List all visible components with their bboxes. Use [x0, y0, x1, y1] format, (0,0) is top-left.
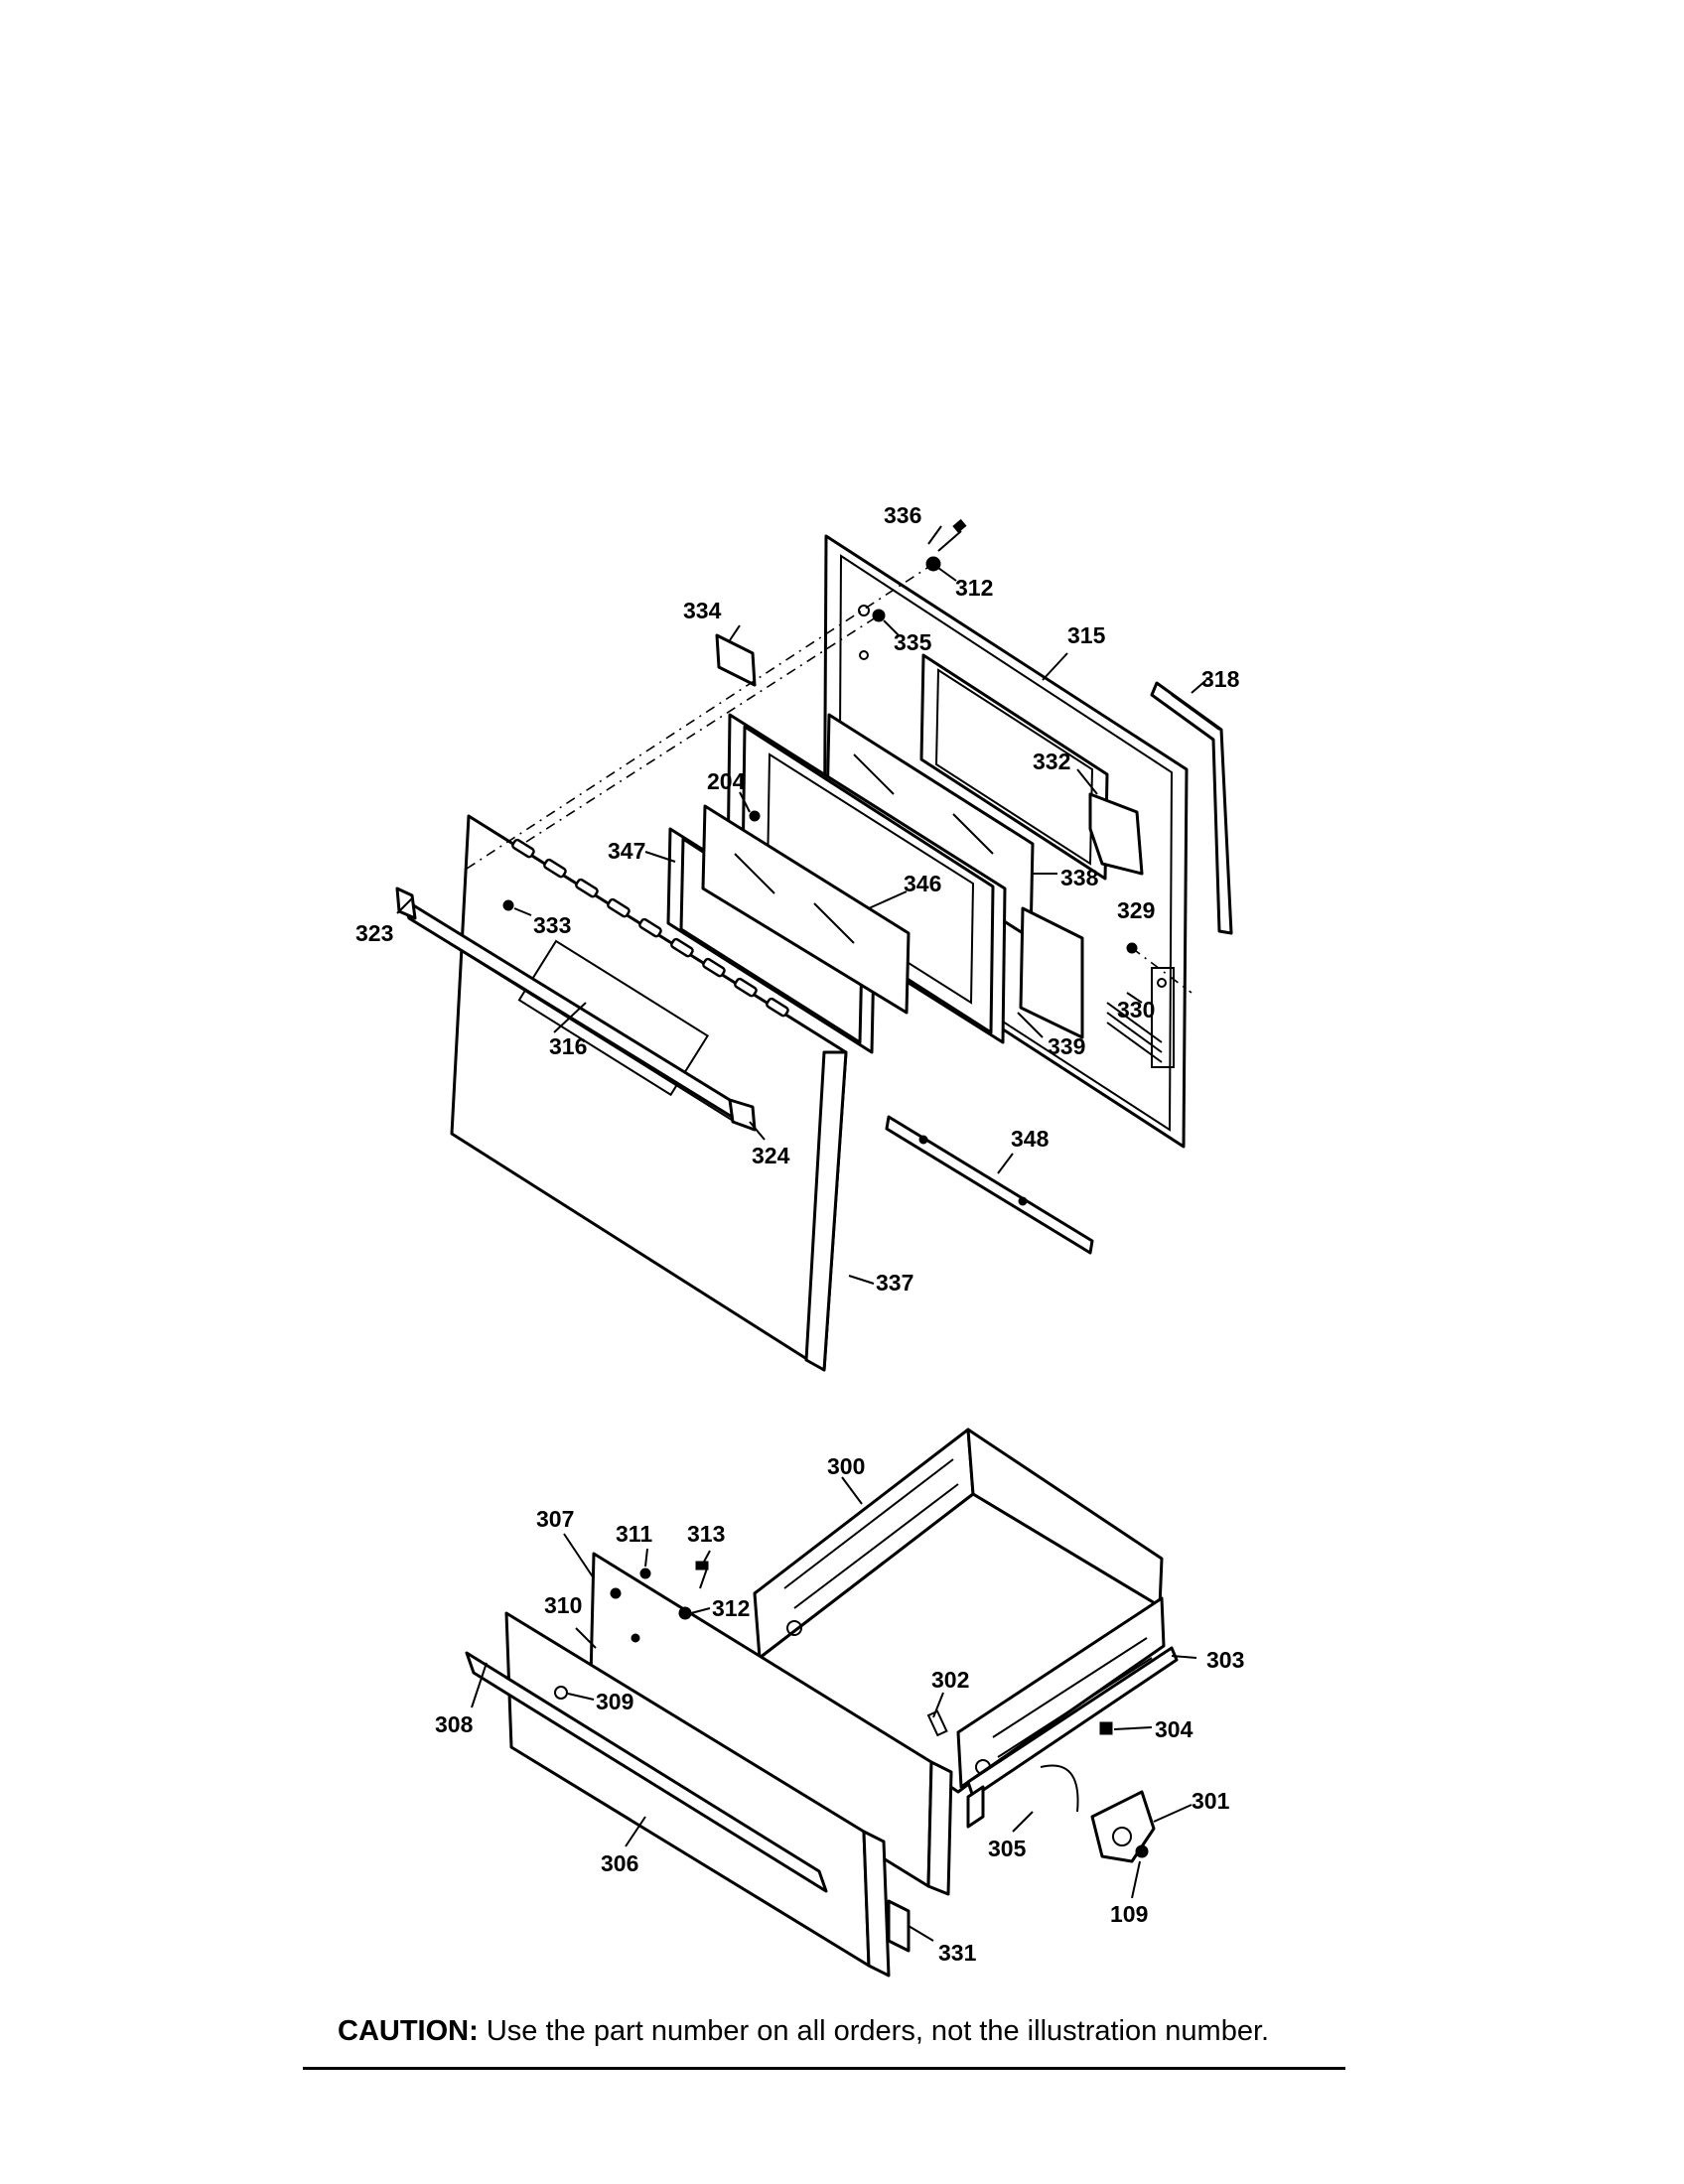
clip-334	[715, 633, 757, 687]
label-315: 315	[1067, 622, 1106, 648]
label-348: 348	[1011, 1126, 1050, 1152]
pin-302	[926, 1709, 948, 1737]
label-303: 303	[1206, 1647, 1244, 1673]
label-306: 306	[601, 1850, 638, 1876]
label-304: 304	[1155, 1716, 1193, 1742]
washer-311	[639, 1568, 651, 1579]
label-337: 337	[876, 1270, 913, 1296]
stop-304	[1099, 1721, 1113, 1735]
label-109: 109	[1110, 1901, 1148, 1927]
label-305: 305	[988, 1836, 1027, 1861]
label-307: 307	[536, 1506, 574, 1532]
caution-text: Use the part number on all orders, not t…	[478, 2015, 1270, 2047]
bottom-divider	[303, 2067, 1345, 2070]
label-333: 333	[533, 912, 571, 938]
caution-note: CAUTION: Use the part number on all orde…	[338, 2015, 1269, 2048]
label-347: 347	[608, 838, 645, 864]
drawer-assembly	[465, 1428, 1197, 1978]
label-310: 310	[544, 1592, 582, 1618]
label-331: 331	[938, 1940, 977, 1966]
label-311: 311	[616, 1521, 652, 1547]
label-323: 323	[355, 920, 393, 946]
screw-309	[554, 1686, 568, 1700]
label-301: 301	[1192, 1788, 1230, 1814]
label-335: 335	[894, 629, 932, 655]
bracket-348	[885, 1115, 1094, 1255]
label-334: 334	[683, 598, 722, 623]
label-312-top: 312	[955, 575, 993, 601]
label-302: 302	[931, 1667, 969, 1693]
nut-109	[1135, 1844, 1149, 1858]
callout-labels: 336 312 334 335 315 318 332 204 347 346 …	[355, 502, 1244, 1966]
bracket-332	[1088, 792, 1144, 876]
drawer-handle-308	[465, 1651, 828, 1893]
label-346: 346	[904, 871, 941, 896]
label-204: 204	[707, 768, 746, 794]
end-cap-324	[728, 1098, 757, 1132]
label-300: 300	[827, 1453, 865, 1479]
label-336: 336	[884, 502, 921, 528]
label-312-bottom: 312	[712, 1595, 750, 1621]
label-316: 316	[549, 1033, 587, 1059]
label-329: 329	[1117, 897, 1155, 923]
screw-313	[695, 1561, 709, 1589]
screw-335	[872, 609, 886, 622]
slide-rail-303	[966, 1646, 1179, 1829]
label-313: 313	[687, 1521, 725, 1547]
gasket-318	[1150, 681, 1233, 935]
label-339: 339	[1048, 1033, 1085, 1059]
insulation-339	[1019, 906, 1084, 1039]
oven-door-assembly	[395, 518, 1233, 1372]
label-308: 308	[435, 1711, 474, 1737]
label-338: 338	[1060, 865, 1099, 890]
label-309: 309	[596, 1689, 633, 1714]
bracket-331	[887, 1899, 911, 1953]
washer-312-bottom	[678, 1606, 692, 1620]
label-324: 324	[752, 1143, 790, 1168]
spring-305	[1040, 1764, 1079, 1813]
label-330: 330	[1117, 997, 1155, 1023]
bracket-301	[1090, 1790, 1156, 1863]
label-332: 332	[1033, 749, 1070, 774]
label-318: 318	[1201, 666, 1240, 692]
drawer-inner-panel-307	[589, 1552, 953, 1896]
screw-336	[937, 518, 967, 552]
window-glass-346	[701, 804, 911, 1015]
inner-door-panel-204	[726, 713, 1007, 1044]
door-vent-slots	[511, 838, 789, 1018]
screw-333	[502, 899, 514, 911]
caution-heading: CAUTION:	[338, 2015, 479, 2047]
